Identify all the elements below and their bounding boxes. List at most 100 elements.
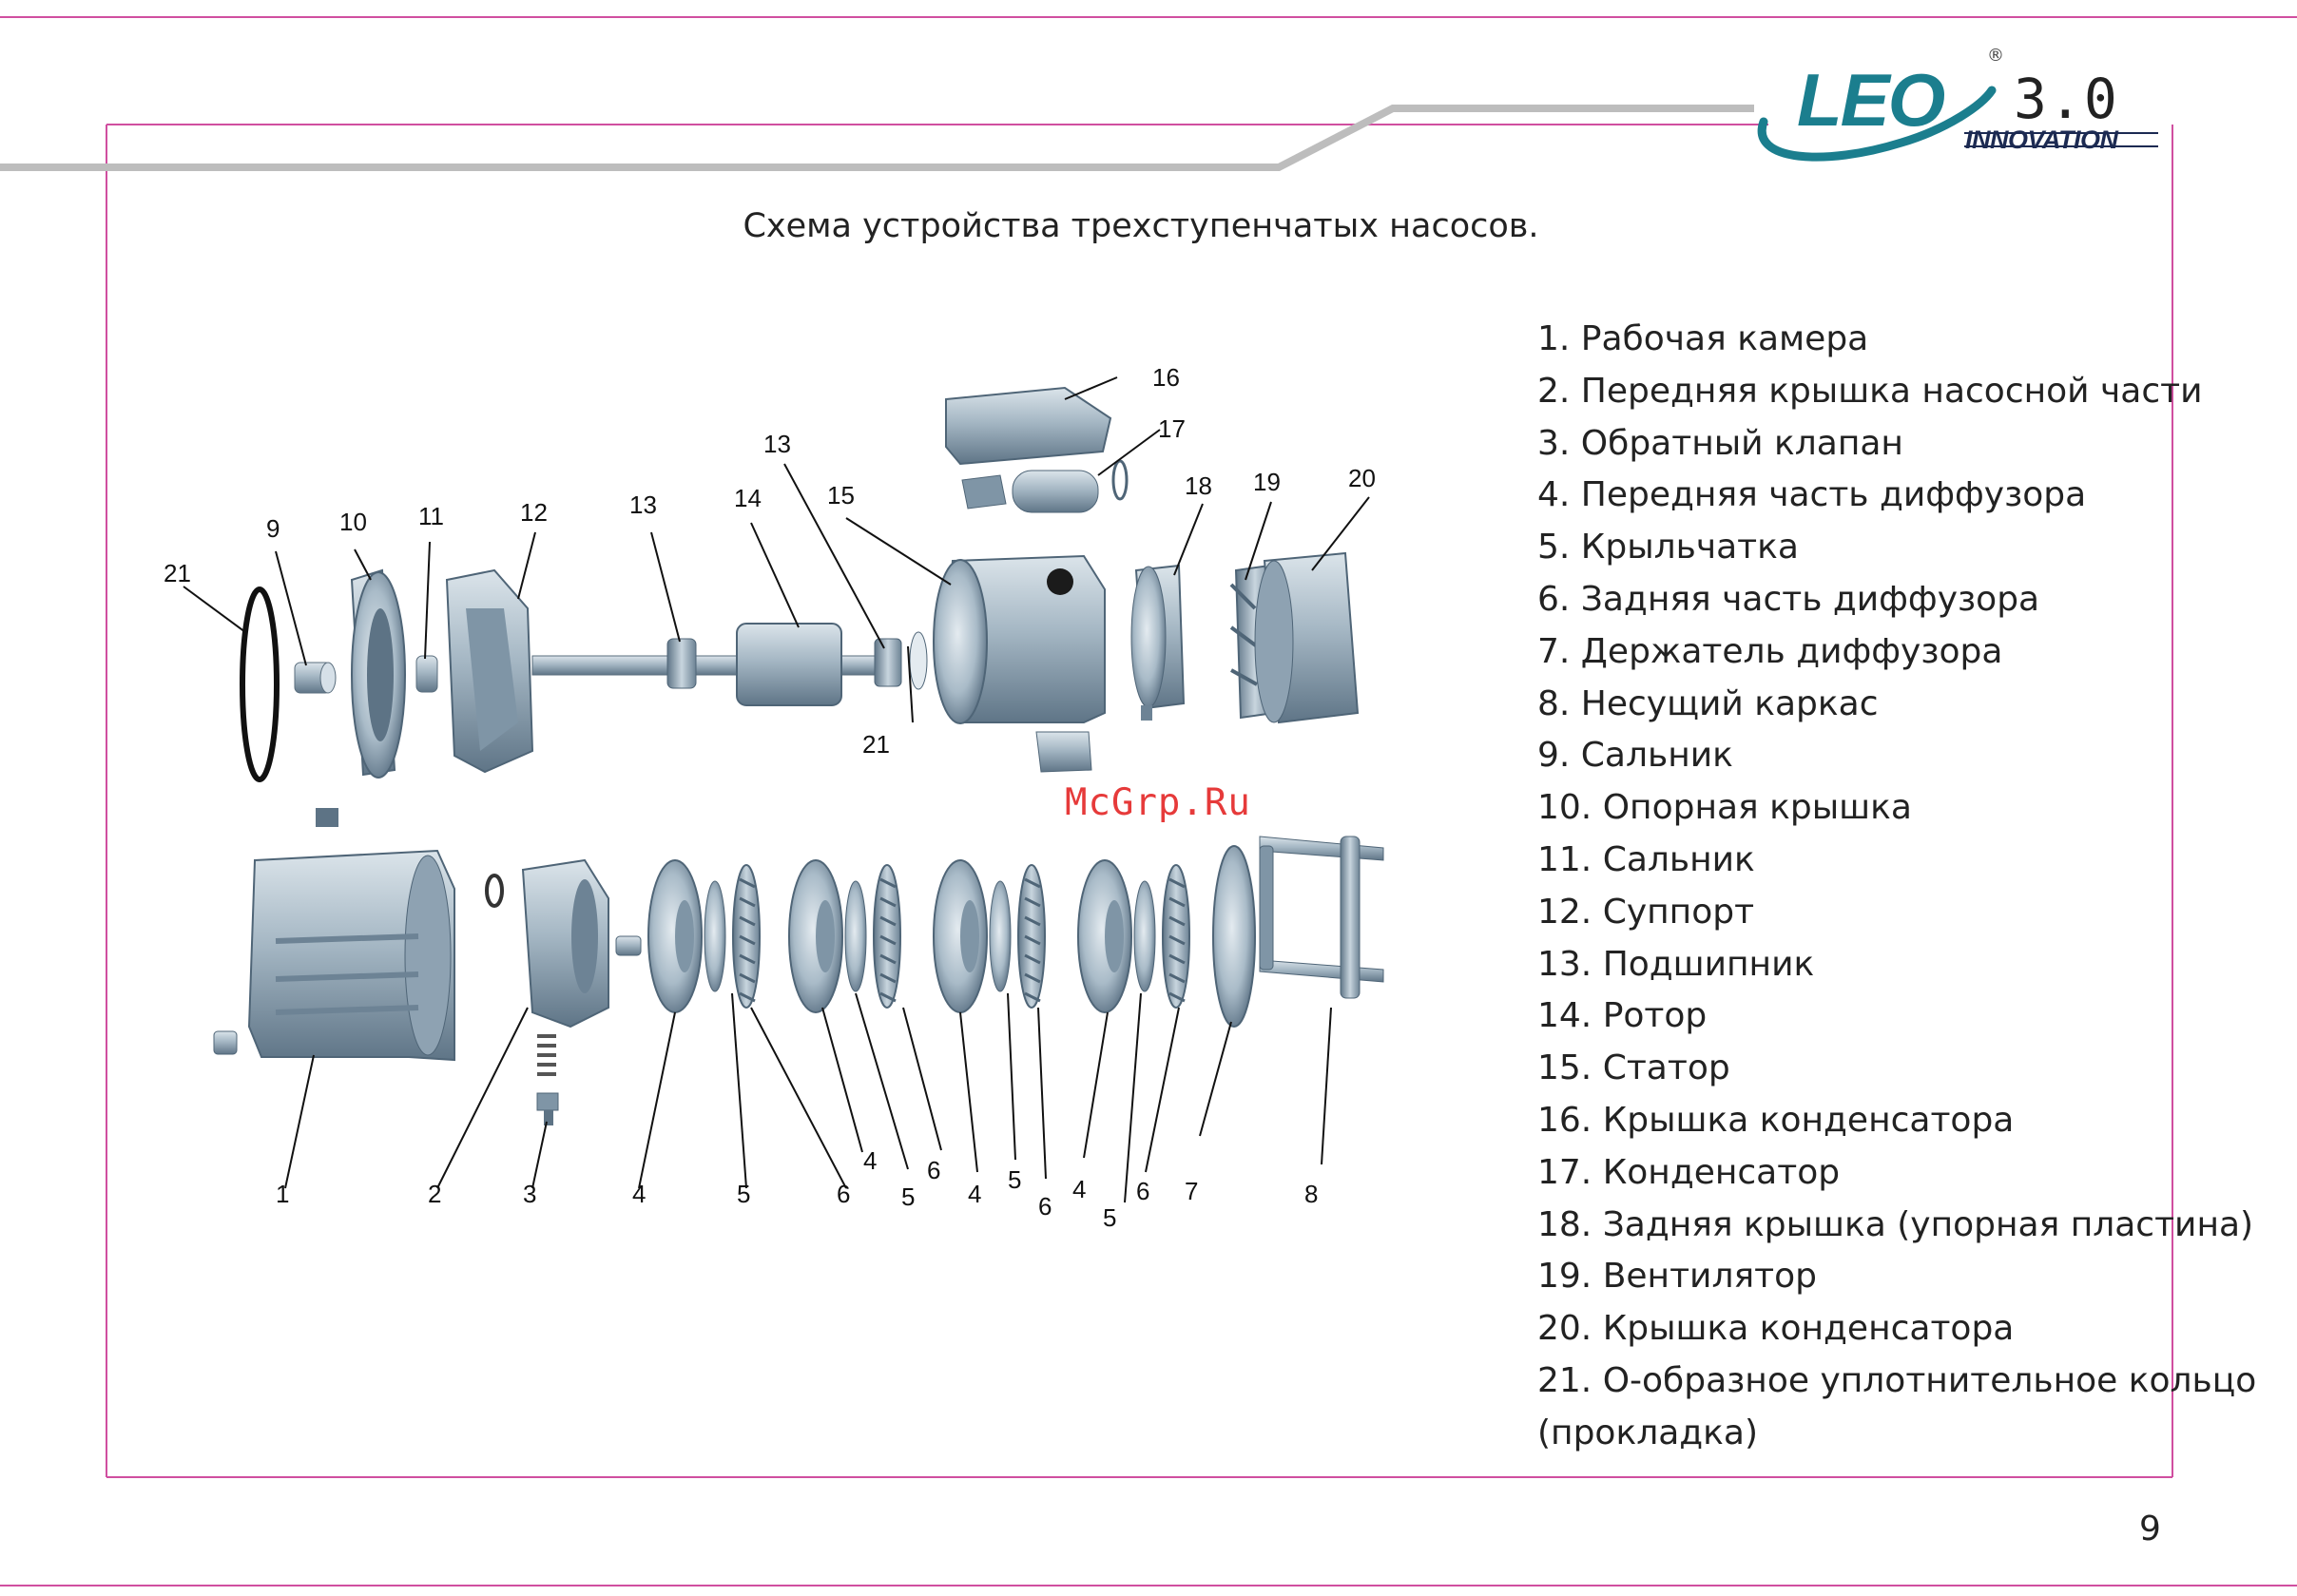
- leader-line: [1245, 501, 1272, 581]
- brand-logo-text: LEO: [1797, 58, 1945, 142]
- leader-line: [1097, 429, 1161, 476]
- diffuser-front-disc: [647, 859, 703, 1013]
- callout-number: 5: [1008, 1165, 1021, 1194]
- diffuser-front-disc: [933, 859, 988, 1013]
- callout-number: 13: [763, 430, 791, 458]
- callout-number: 4: [968, 1180, 981, 1208]
- impeller-disc: [704, 880, 726, 992]
- diffuser-rear-disc: [1017, 864, 1046, 1009]
- leader-line: [1173, 503, 1204, 576]
- fan-cover-part: [1254, 551, 1360, 724]
- callout-number: 7: [1185, 1177, 1198, 1205]
- legend-item: 18. Задняя крышка (упорная пластина): [1537, 1204, 2254, 1244]
- leader-line: [821, 1007, 863, 1153]
- legend-item: 7. Держатель диффузора: [1537, 631, 2003, 671]
- callout-number: 21: [862, 730, 890, 759]
- leader-line: [183, 586, 246, 633]
- seal-part-9: [294, 662, 337, 694]
- legend-item: 2. Передняя крышка насосной части: [1537, 371, 2203, 411]
- leader-line: [959, 1011, 978, 1173]
- callout-number: 3: [523, 1180, 536, 1208]
- logo-swoosh: [1757, 86, 2158, 162]
- leader-line: [1145, 1007, 1180, 1173]
- leader-line: [1083, 1011, 1109, 1159]
- leader-line: [902, 1007, 942, 1151]
- leader-line: [436, 1007, 529, 1189]
- leader-line: [783, 463, 885, 649]
- legend-item: 13. Подшипник: [1537, 944, 1815, 984]
- leader-line: [1199, 1021, 1232, 1137]
- leader-line: [531, 1121, 548, 1189]
- legend-item: 19. Вентилятор: [1537, 1257, 1817, 1297]
- brand-tagline: INNOVATION: [1965, 125, 2118, 154]
- leader-line: [354, 548, 372, 581]
- callout-number: 17: [1158, 414, 1186, 443]
- callout-number: 14: [734, 484, 762, 512]
- leader-line: [907, 645, 914, 723]
- callout-number: 6: [927, 1156, 940, 1184]
- seal-part-11: [415, 655, 438, 693]
- leader-line: [1064, 376, 1118, 400]
- callout-number: 1: [276, 1180, 289, 1208]
- callout-number: 5: [1103, 1203, 1116, 1232]
- leader-line: [1037, 1007, 1047, 1180]
- legend-item: 5. Крыльчатка: [1537, 528, 1799, 567]
- capacitor-cover-part: [945, 386, 1112, 466]
- leader-line: [750, 522, 800, 628]
- diffuser-rear-disc: [732, 864, 761, 1009]
- legend-item: 3. Обратный клапан: [1537, 423, 1903, 463]
- callout-number: 9: [266, 514, 280, 543]
- legend-item: 16. Крышка конденсатора: [1537, 1100, 2015, 1140]
- callout-number: 6: [1038, 1192, 1052, 1221]
- callout-number: 6: [837, 1180, 850, 1208]
- callout-number: 12: [520, 498, 548, 527]
- bushing-part: [615, 935, 642, 956]
- page-frame: [0, 16, 2297, 1586]
- callout-number: 5: [901, 1183, 915, 1211]
- support-part: [445, 568, 534, 774]
- callout-number: 4: [863, 1146, 877, 1175]
- leader-line: [1124, 992, 1142, 1203]
- leader-line: [638, 1011, 676, 1189]
- leader-line: [424, 541, 431, 660]
- legend-item: 11. Сальник: [1537, 839, 1755, 879]
- diffuser-holder-part: [1212, 845, 1256, 1028]
- front-cover-part: [485, 858, 609, 1029]
- diffuser-rear-disc: [1162, 864, 1190, 1009]
- legend-item: 21. О-образное уплотнительное кольцо: [1537, 1360, 2257, 1400]
- callout-number: 21: [164, 559, 191, 587]
- legend-item: 12. Суппорт: [1537, 892, 1755, 932]
- leader-line: [855, 992, 909, 1170]
- registered-mark: ®: [1987, 46, 2004, 66]
- stage-discs: [647, 859, 1190, 1013]
- bearing-cover-part: [350, 568, 406, 779]
- legend-item: 17. Конденсатор: [1537, 1152, 1841, 1192]
- legend-item: 8. Несущий каркас: [1537, 683, 1879, 723]
- impeller-disc: [1133, 880, 1156, 992]
- rear-cover-part: [1130, 564, 1186, 721]
- legend-item: 1. Рабочая камера: [1537, 319, 1869, 358]
- legend-item: 9. Сальник: [1537, 736, 1733, 776]
- diffuser-front-disc: [1077, 859, 1132, 1013]
- leader-line: [1007, 992, 1016, 1161]
- callout-number: 11: [418, 502, 444, 530]
- leader-line: [284, 1054, 315, 1189]
- watermark: McGrp.Ru: [1065, 781, 1251, 824]
- capacitor-part: [961, 459, 1129, 513]
- leader-line: [750, 1007, 847, 1189]
- callout-number: 5: [737, 1180, 750, 1208]
- legend-item: (прокладка): [1537, 1413, 1759, 1452]
- shaft-rotor-part: [531, 623, 928, 706]
- callout-number: 4: [632, 1180, 646, 1208]
- leader-line: [650, 531, 681, 643]
- leader-line: [275, 550, 307, 666]
- leader-lines: [183, 376, 1370, 1203]
- legend-item: 20. Крышка конденсатора: [1537, 1309, 2015, 1349]
- check-valve-part: [536, 1034, 559, 1125]
- legend-item: 10. Опорная крышка: [1537, 788, 1912, 828]
- callout-number: 8: [1304, 1180, 1318, 1208]
- callout-number: 15: [827, 481, 855, 510]
- callout-number: 10: [339, 508, 367, 536]
